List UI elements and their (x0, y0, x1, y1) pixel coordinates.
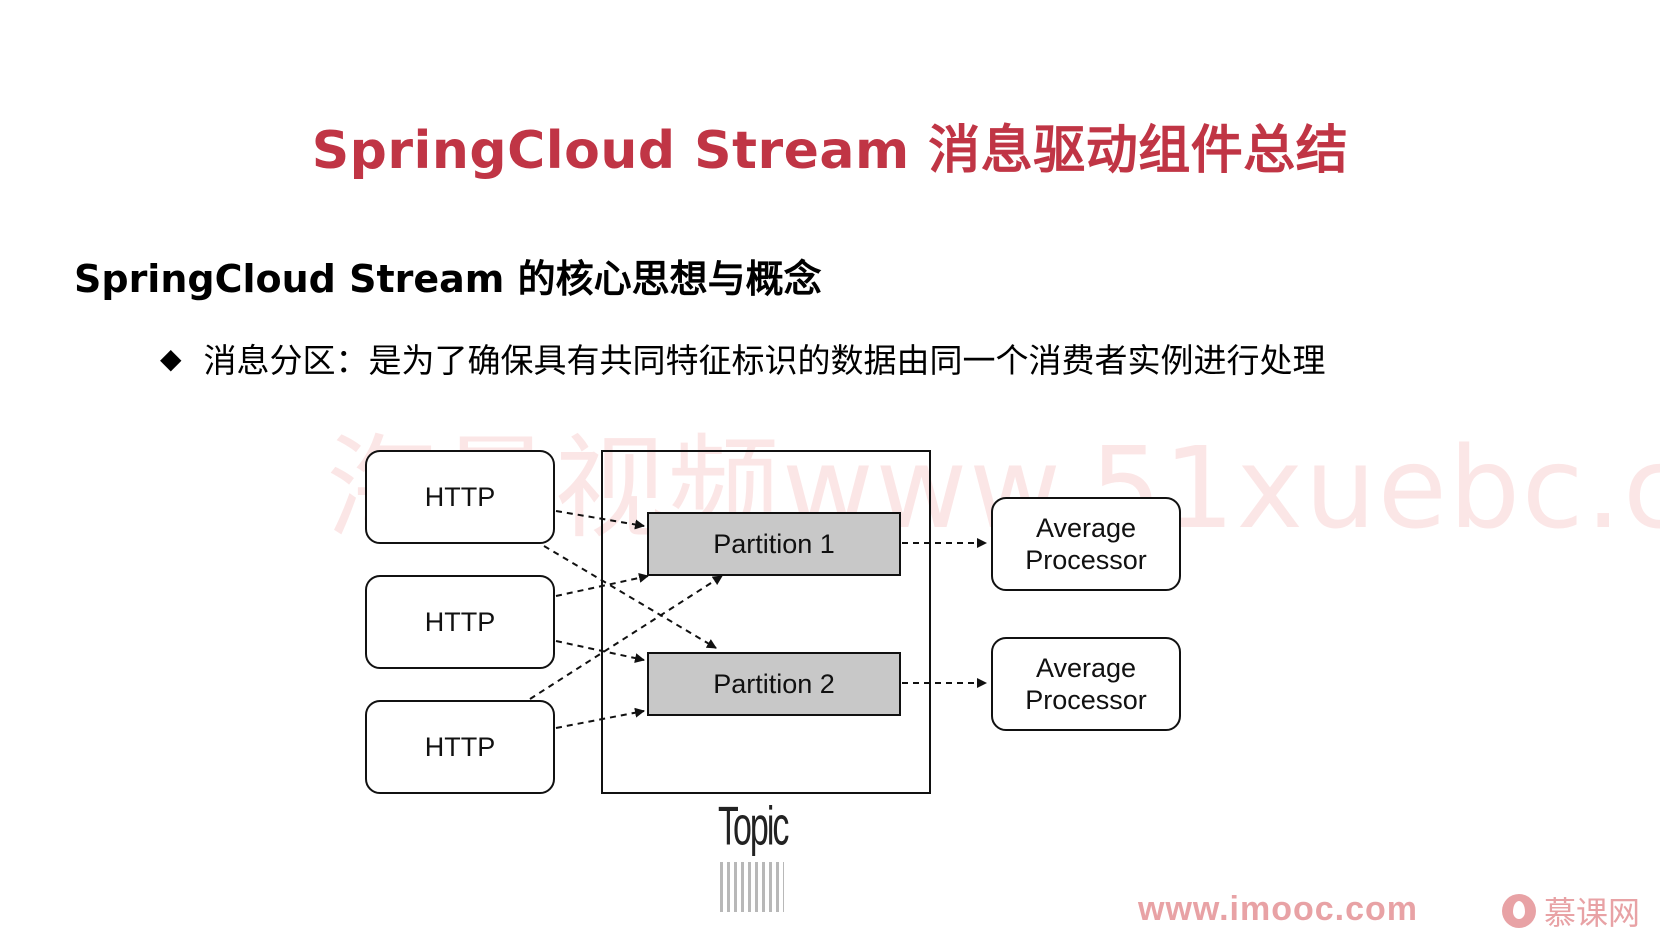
http-source-1: HTTP (365, 450, 555, 544)
diamond-bullet-icon: ◆ (160, 341, 182, 375)
http-source-label: HTTP (425, 607, 496, 637)
partition-label: Partition 2 (713, 669, 835, 699)
partition-2: Partition 2 (647, 652, 901, 716)
arrow-http3-partition2 (555, 707, 645, 729)
processor-label-line2: Processor (1025, 545, 1147, 575)
arrow-http3-partition1 (529, 575, 723, 700)
footer-site-url: www.imooc.com (1138, 890, 1419, 928)
slide-title: SpringCloud Stream 消息驱动组件总结 (311, 121, 1349, 181)
processor-label-line1: Average (1036, 653, 1136, 683)
partition-label: Partition 1 (713, 529, 835, 559)
http-source-label: HTTP (425, 482, 496, 512)
arrow-http2-partition1 (555, 573, 649, 597)
processor-label-line2: Processor (1025, 685, 1147, 715)
partition-1: Partition 1 (647, 512, 901, 576)
topic-label: Topic (718, 796, 789, 858)
arrow-http1-partition2 (543, 545, 717, 649)
topic-label-reflection (720, 862, 784, 912)
average-processor-1: Average Processor (991, 497, 1181, 591)
section-heading: SpringCloud Stream 的核心思想与概念 (74, 257, 822, 301)
arrow-http1-partition1 (555, 510, 645, 530)
http-source-label: HTTP (425, 732, 496, 762)
flame-logo-icon (1502, 894, 1536, 928)
footer-brand-logo: 慕课网 (1502, 888, 1640, 934)
bullet-item: ◆ 消息分区：是为了确保具有共同特征标识的数据由同一个消费者实例进行处理 (160, 334, 1326, 382)
processor-label-line1: Average (1036, 513, 1136, 543)
http-source-2: HTTP (365, 575, 555, 669)
average-processor-2: Average Processor (991, 637, 1181, 731)
topic-container (601, 450, 931, 794)
arrow-http2-partition2 (555, 640, 645, 663)
footer-brand-name: 慕课网 (1544, 894, 1641, 932)
http-source-3: HTTP (365, 700, 555, 794)
bullet-text: 消息分区：是为了确保具有共同特征标识的数据由同一个消费者实例进行处理 (203, 341, 1326, 380)
